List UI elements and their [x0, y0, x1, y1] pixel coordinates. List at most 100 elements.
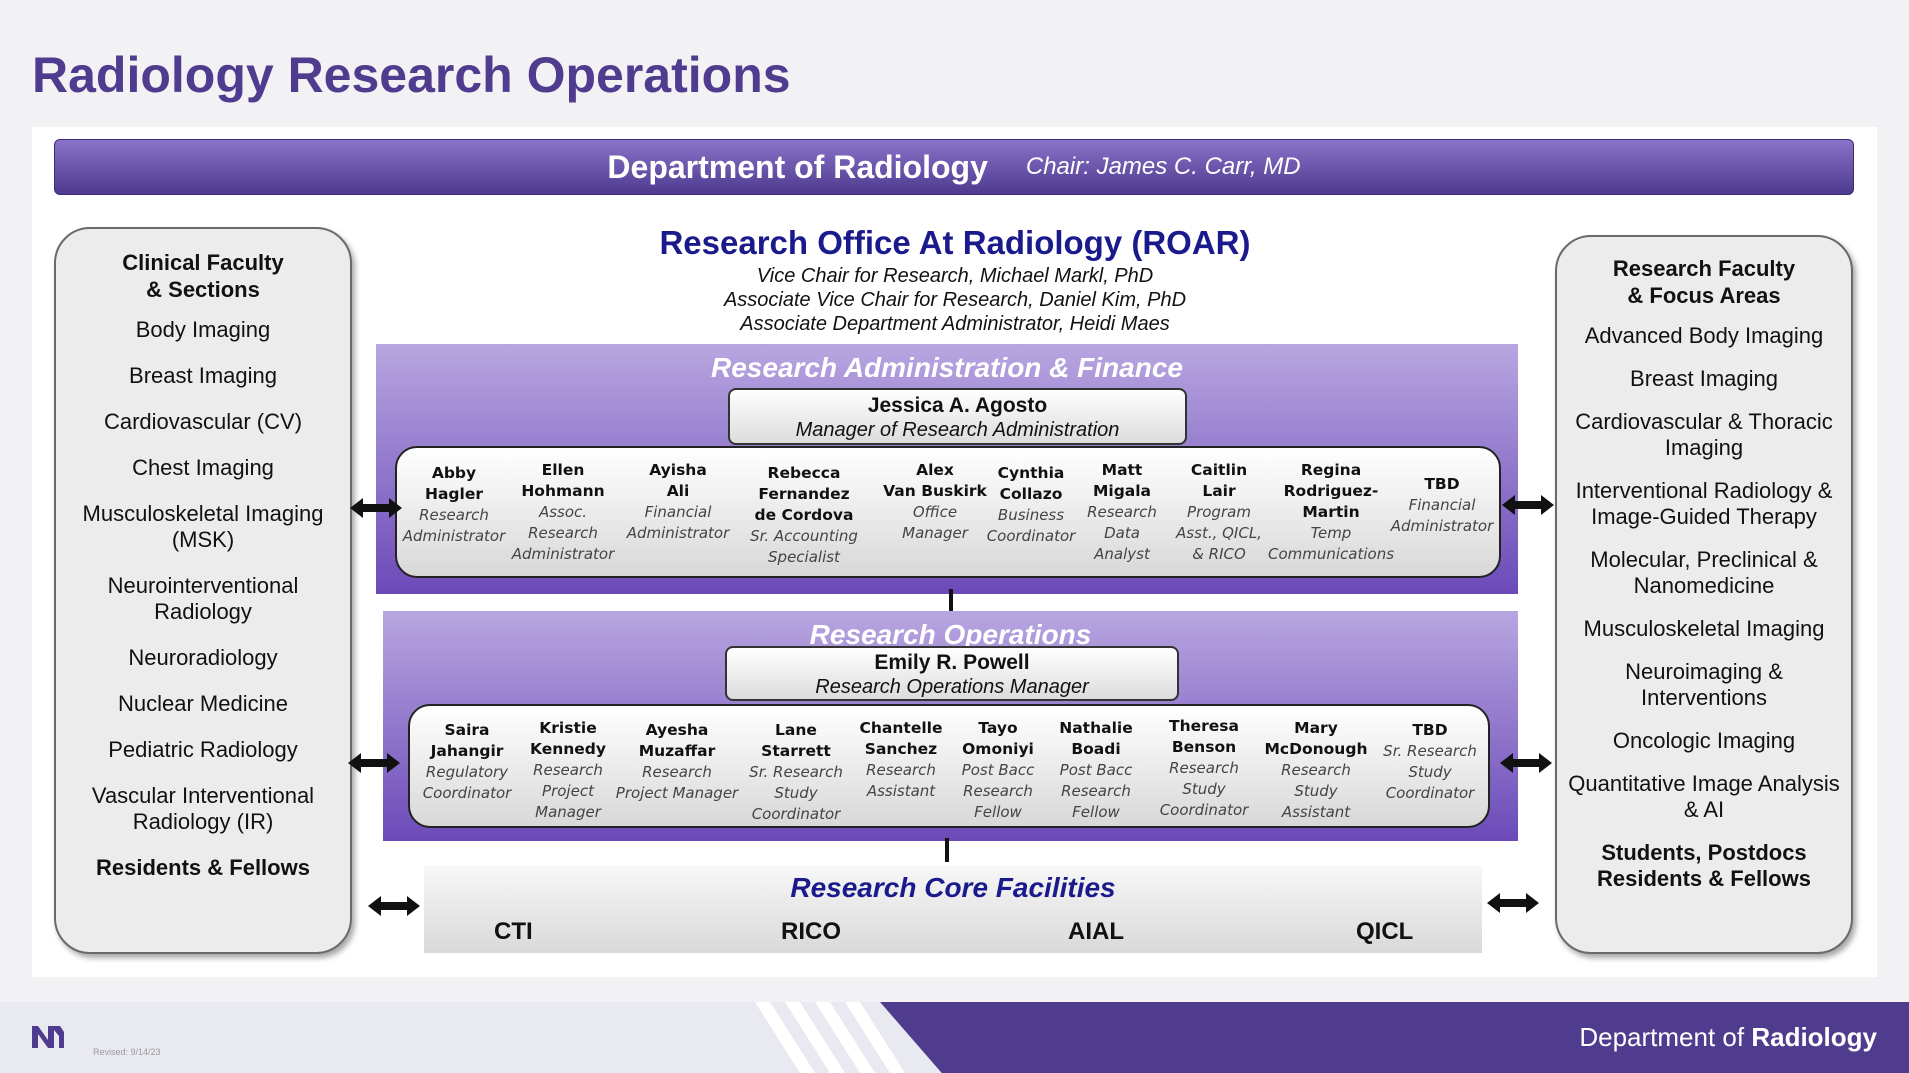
staff-name: Ayisha Ali [649, 461, 707, 500]
research-focus-item: Musculoskeletal Imaging [1583, 616, 1825, 641]
staff-member: TBD Sr. Research Study Coordinator [1355, 720, 1505, 804]
staff-title: Financial Administrator [626, 503, 730, 542]
staff-title: Regulatory Coordinator [422, 763, 512, 802]
department-bar: Department of Radiology Chair: James C. … [54, 139, 1854, 195]
ops-manager-name: Emily R. Powell [874, 651, 1030, 674]
double-arrow-icon [350, 498, 402, 518]
staff-name: Kristie Kennedy [529, 719, 607, 758]
research-focus-item: Interventional Radiology & Image-Guided … [1575, 478, 1833, 529]
roar-name: Research Office At Radiology (ROAR) [659, 224, 1251, 261]
staff-title: Research Project Manager [533, 761, 603, 821]
clinical-section-item: Neuroradiology [128, 645, 278, 670]
roar-line-assoc-vice-chair: Associate Vice Chair for Research, Danie… [723, 289, 1187, 311]
staff-title: Research Assistant [866, 761, 936, 800]
research-focus-item: Molecular, Preclinical & Nanomedicine [1590, 547, 1818, 598]
staff-title: Sr. Research Study Coordinator [1383, 742, 1477, 802]
footer-dept-bold: Radiology [1751, 1022, 1877, 1052]
research-faculty-heading: Research Faculty & Focus Areas [1612, 256, 1796, 308]
staff-name: Regina Rodriguez- Martin [1283, 461, 1379, 521]
research-focus-item: Neuroimaging & Interventions [1625, 659, 1783, 710]
staff-name: Mary McDonough [1264, 719, 1368, 758]
admin-manager-name: Jessica A. Agosto [867, 394, 1048, 417]
staff-name: Abby Hagler [425, 464, 483, 503]
research-faculty-box: Research Faculty & Focus Areas Advanced … [1555, 235, 1853, 954]
staff-name: Matt Migala [1092, 461, 1152, 500]
staff-name: Cynthia Collazo [997, 464, 1065, 503]
roar-line-vice-chair: Vice Chair for Research, Michael Markl, … [756, 265, 1154, 287]
double-arrow-icon [1500, 753, 1552, 773]
staff-name: TBD [1424, 475, 1460, 493]
staff-title: Post Bacc Research Fellow [961, 761, 1035, 821]
department-chair: Chair: James C. Carr, MD [1025, 153, 1301, 180]
staff-title: Temp Communications [1267, 524, 1395, 563]
footer: Revised: 9/14/23 Department of Radiology [0, 1002, 1909, 1073]
staff-name: Saira Jahangir [430, 721, 504, 760]
double-arrow-icon [1487, 893, 1539, 913]
research-focus-item: Oncologic Imaging [1612, 728, 1796, 753]
footer-department: Department of Radiology [1579, 1022, 1877, 1053]
staff-title: Office Manager [902, 503, 968, 542]
clinical-faculty-heading: Clinical Faculty & Sections [122, 250, 284, 302]
facility-qicl: QICL [1356, 918, 1414, 945]
ops-manager-title: Research Operations Manager [815, 676, 1089, 698]
research-focus-item: Breast Imaging [1630, 366, 1778, 391]
double-arrow-icon [1502, 495, 1554, 515]
staff-name: Caitlin Lair [1190, 461, 1248, 500]
clinical-residents-fellows: Residents & Fellows [96, 855, 310, 880]
staff-name: Theresa Benson [1169, 717, 1239, 756]
staff-title: Post Bacc Research Fellow [1059, 761, 1133, 821]
clinical-section-item: Musculoskeletal Imaging (MSK) [82, 501, 324, 552]
clinical-section-item: Vascular Interventional Radiology (IR) [91, 783, 315, 834]
staff-name: Nathalie Boadi [1059, 719, 1133, 758]
page-title: Radiology Research Operations [32, 47, 791, 103]
clinical-section-item: Chest Imaging [132, 455, 274, 480]
clinical-section-item: Cardiovascular (CV) [103, 409, 303, 434]
footer-band [880, 1002, 1909, 1073]
staff-title: Research Study Assistant [1281, 761, 1351, 821]
staff-title: Research Project Manager [615, 763, 739, 802]
clinical-section-item: Breast Imaging [129, 363, 277, 388]
facility-cti: CTI [494, 918, 533, 945]
staff-title: Research Data Analyst [1087, 503, 1157, 563]
double-arrow-icon [348, 753, 400, 773]
ops-manager-box: Emily R. Powell Research Operations Mana… [725, 646, 1179, 701]
facility-aial: AIAL [1068, 918, 1124, 945]
staff-name: Tayo Omoniyi [962, 719, 1034, 758]
core-facilities-title: Research Core Facilities [790, 872, 1116, 903]
department-name: Department of Radiology [607, 148, 988, 185]
staff-title: Sr. Research Study Coordinator [749, 763, 843, 823]
staff-name: Rebecca Fernandez de Cordova [754, 464, 854, 524]
admin-manager-title: Manager of Research Administration [795, 419, 1120, 441]
clinical-section-item: Pediatric Radiology [108, 737, 298, 762]
staff-name: TBD [1412, 721, 1448, 739]
research-focus-item: Cardiovascular & Thoracic Imaging [1575, 409, 1833, 460]
research-students-residents: Students, Postdocs Residents & Fellows [1597, 840, 1811, 891]
revised-date: Revised: 9/14/23 [93, 1047, 161, 1057]
nm-logo-icon [32, 1026, 64, 1048]
connector-admin-ops [949, 589, 953, 611]
roar-block: Research Office At Radiology (ROAR) Vice… [375, 222, 1535, 336]
core-facilities-box: Research Core Facilities CTI RICO AIAL Q… [424, 866, 1482, 953]
staff-title: Assoc. Research Administrator [511, 503, 615, 563]
research-operations-title: Research Operations [809, 619, 1092, 650]
clinical-faculty-box: Clinical Faculty & Sections Body Imaging… [54, 227, 352, 954]
staff-title: Financial Administrator [1390, 496, 1494, 535]
facility-rico: RICO [781, 918, 841, 945]
staff-name: Ayesha Muzaffar [638, 721, 716, 760]
research-focus-item: Quantitative Image Analysis & AI [1568, 771, 1840, 822]
roar-line-administrator: Associate Department Administrator, Heid… [740, 313, 1170, 335]
admin-manager-box: Jessica A. Agosto Manager of Research Ad… [728, 388, 1187, 445]
